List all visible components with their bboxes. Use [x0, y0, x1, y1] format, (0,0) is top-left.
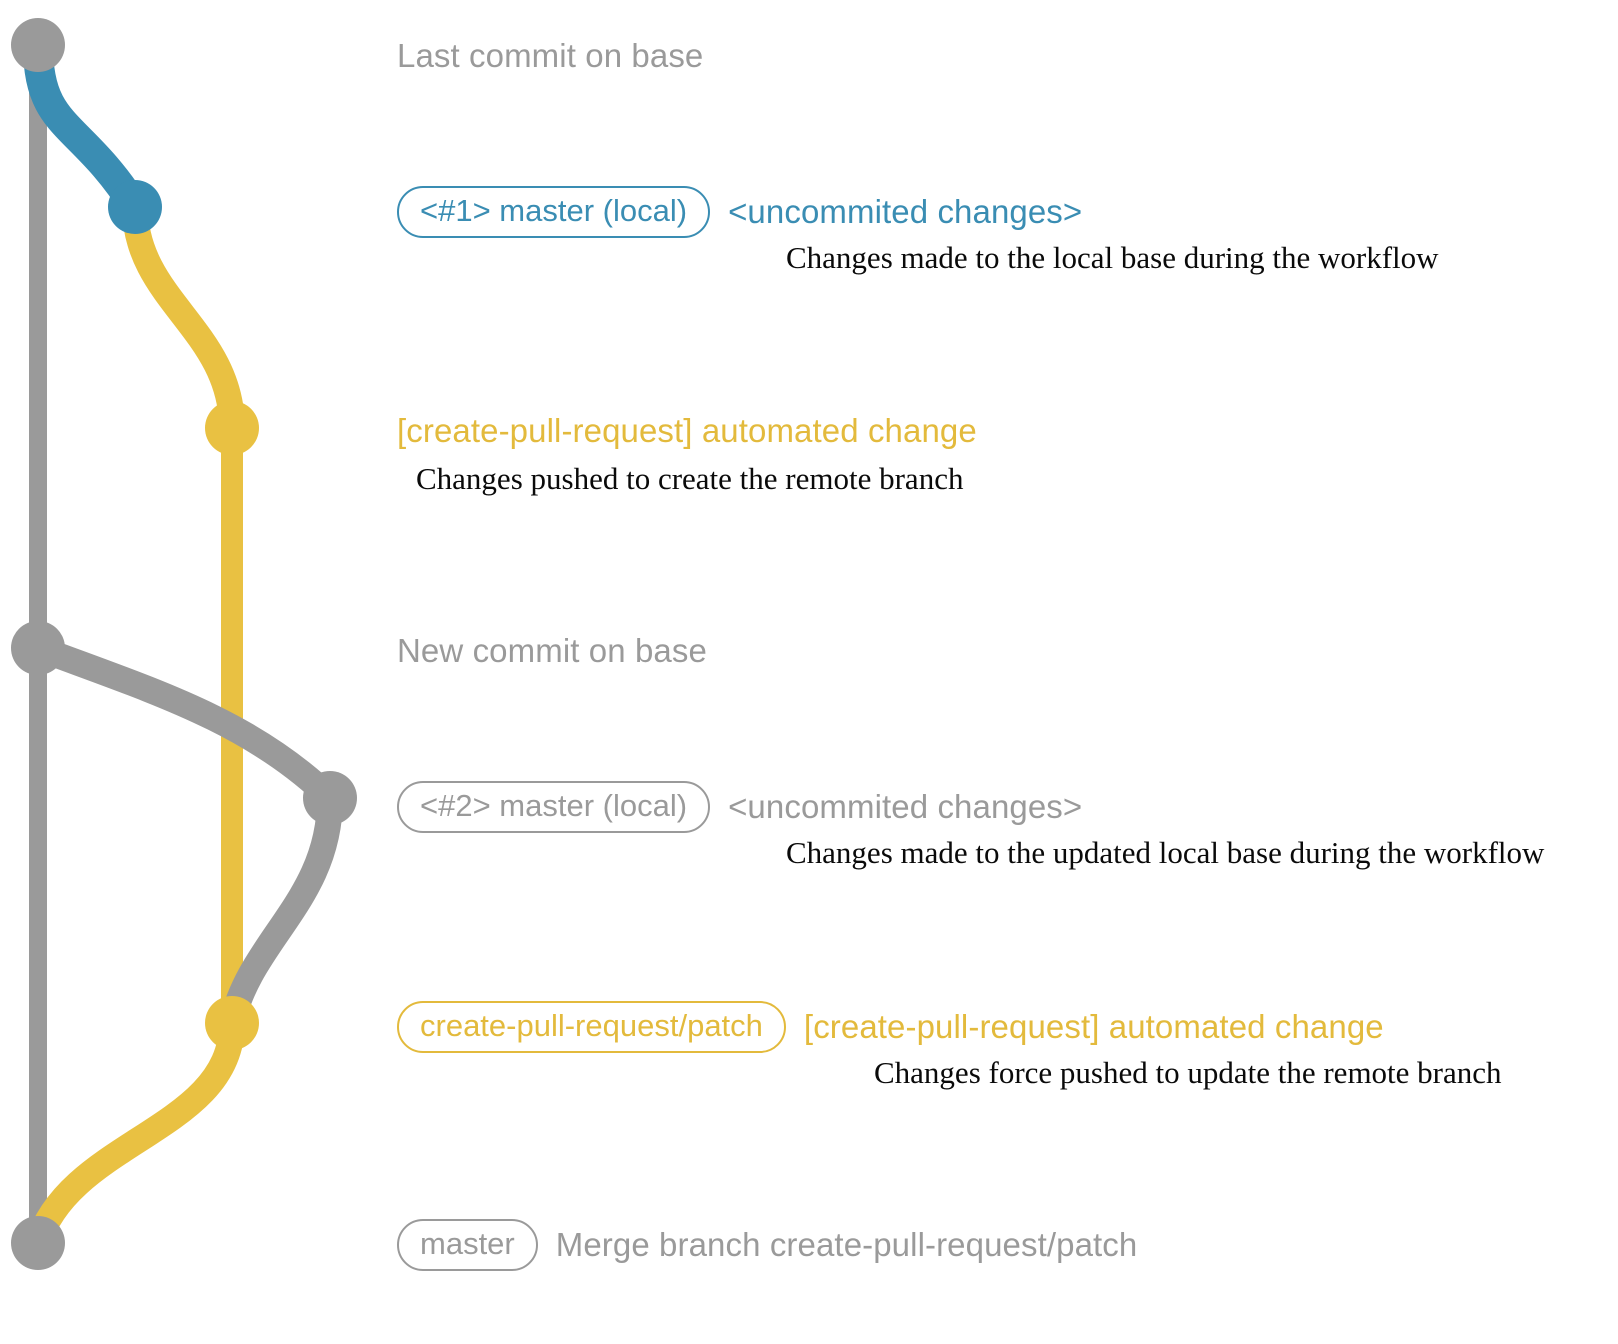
automated-change-1-node: [205, 401, 259, 455]
branch-badge-master-local-2[interactable]: <#2> master (local): [397, 781, 711, 833]
commit-graph: [11, 18, 357, 1270]
note-force-pushed: Changes force pushed to update the remot…: [874, 1055, 1502, 1090]
automated-change-2-node: [205, 996, 259, 1050]
local-branch-edge-3: [219, 785, 343, 1036]
merge-commit-row: master Merge branch create-pull-request/…: [397, 1219, 1137, 1271]
commit-subject-master-local-1: <uncommited changes>: [728, 193, 1083, 230]
patch-branch-edge-1: [122, 194, 245, 441]
label-new-commit-on-base: New commit on base: [397, 632, 707, 669]
merge-commit-node: [11, 1216, 65, 1270]
patch-merge-edge: [25, 1010, 245, 1256]
branch-badge-master-local-1[interactable]: <#1> master (local): [397, 186, 711, 238]
note-pushed-remote-branch: Changes pushed to create the remote bran…: [416, 461, 964, 496]
commit-subject-automated-change-1: [create-pull-request] automated change: [397, 412, 977, 449]
local-branch-edge-1: [23, 30, 150, 222]
note-local-changes: Changes made to the local base during th…: [786, 240, 1439, 275]
master-local-2-row: <#2> master (local) <uncommited changes>: [397, 781, 1082, 833]
master-local-1-node: [108, 180, 162, 234]
commit-subject-automated-change-2: [create-pull-request] automated change: [803, 1008, 1384, 1045]
master-local-2-node: [303, 771, 357, 825]
master-local-1-row: <#1> master (local) <uncommited changes>: [397, 186, 1082, 238]
branch-badge-master[interactable]: master: [397, 1219, 538, 1271]
commit-subject-merge: Merge branch create-pull-request/patch: [555, 1226, 1138, 1263]
new-commit-on-base-node: [11, 621, 65, 675]
page-title: Last commit on base: [397, 37, 704, 74]
local-branch-edge-2: [25, 635, 343, 811]
branch-badge-create-pull-request-patch[interactable]: create-pull-request/patch: [397, 1001, 786, 1053]
commit-subject-master-local-2: <uncommited changes>: [728, 788, 1083, 825]
automated-change-2-row: create-pull-request/patch [create-pull-r…: [397, 1001, 1384, 1053]
note-updated-local-changes: Changes made to the updated local base d…: [786, 835, 1545, 870]
last-commit-on-base-node: [11, 18, 65, 72]
